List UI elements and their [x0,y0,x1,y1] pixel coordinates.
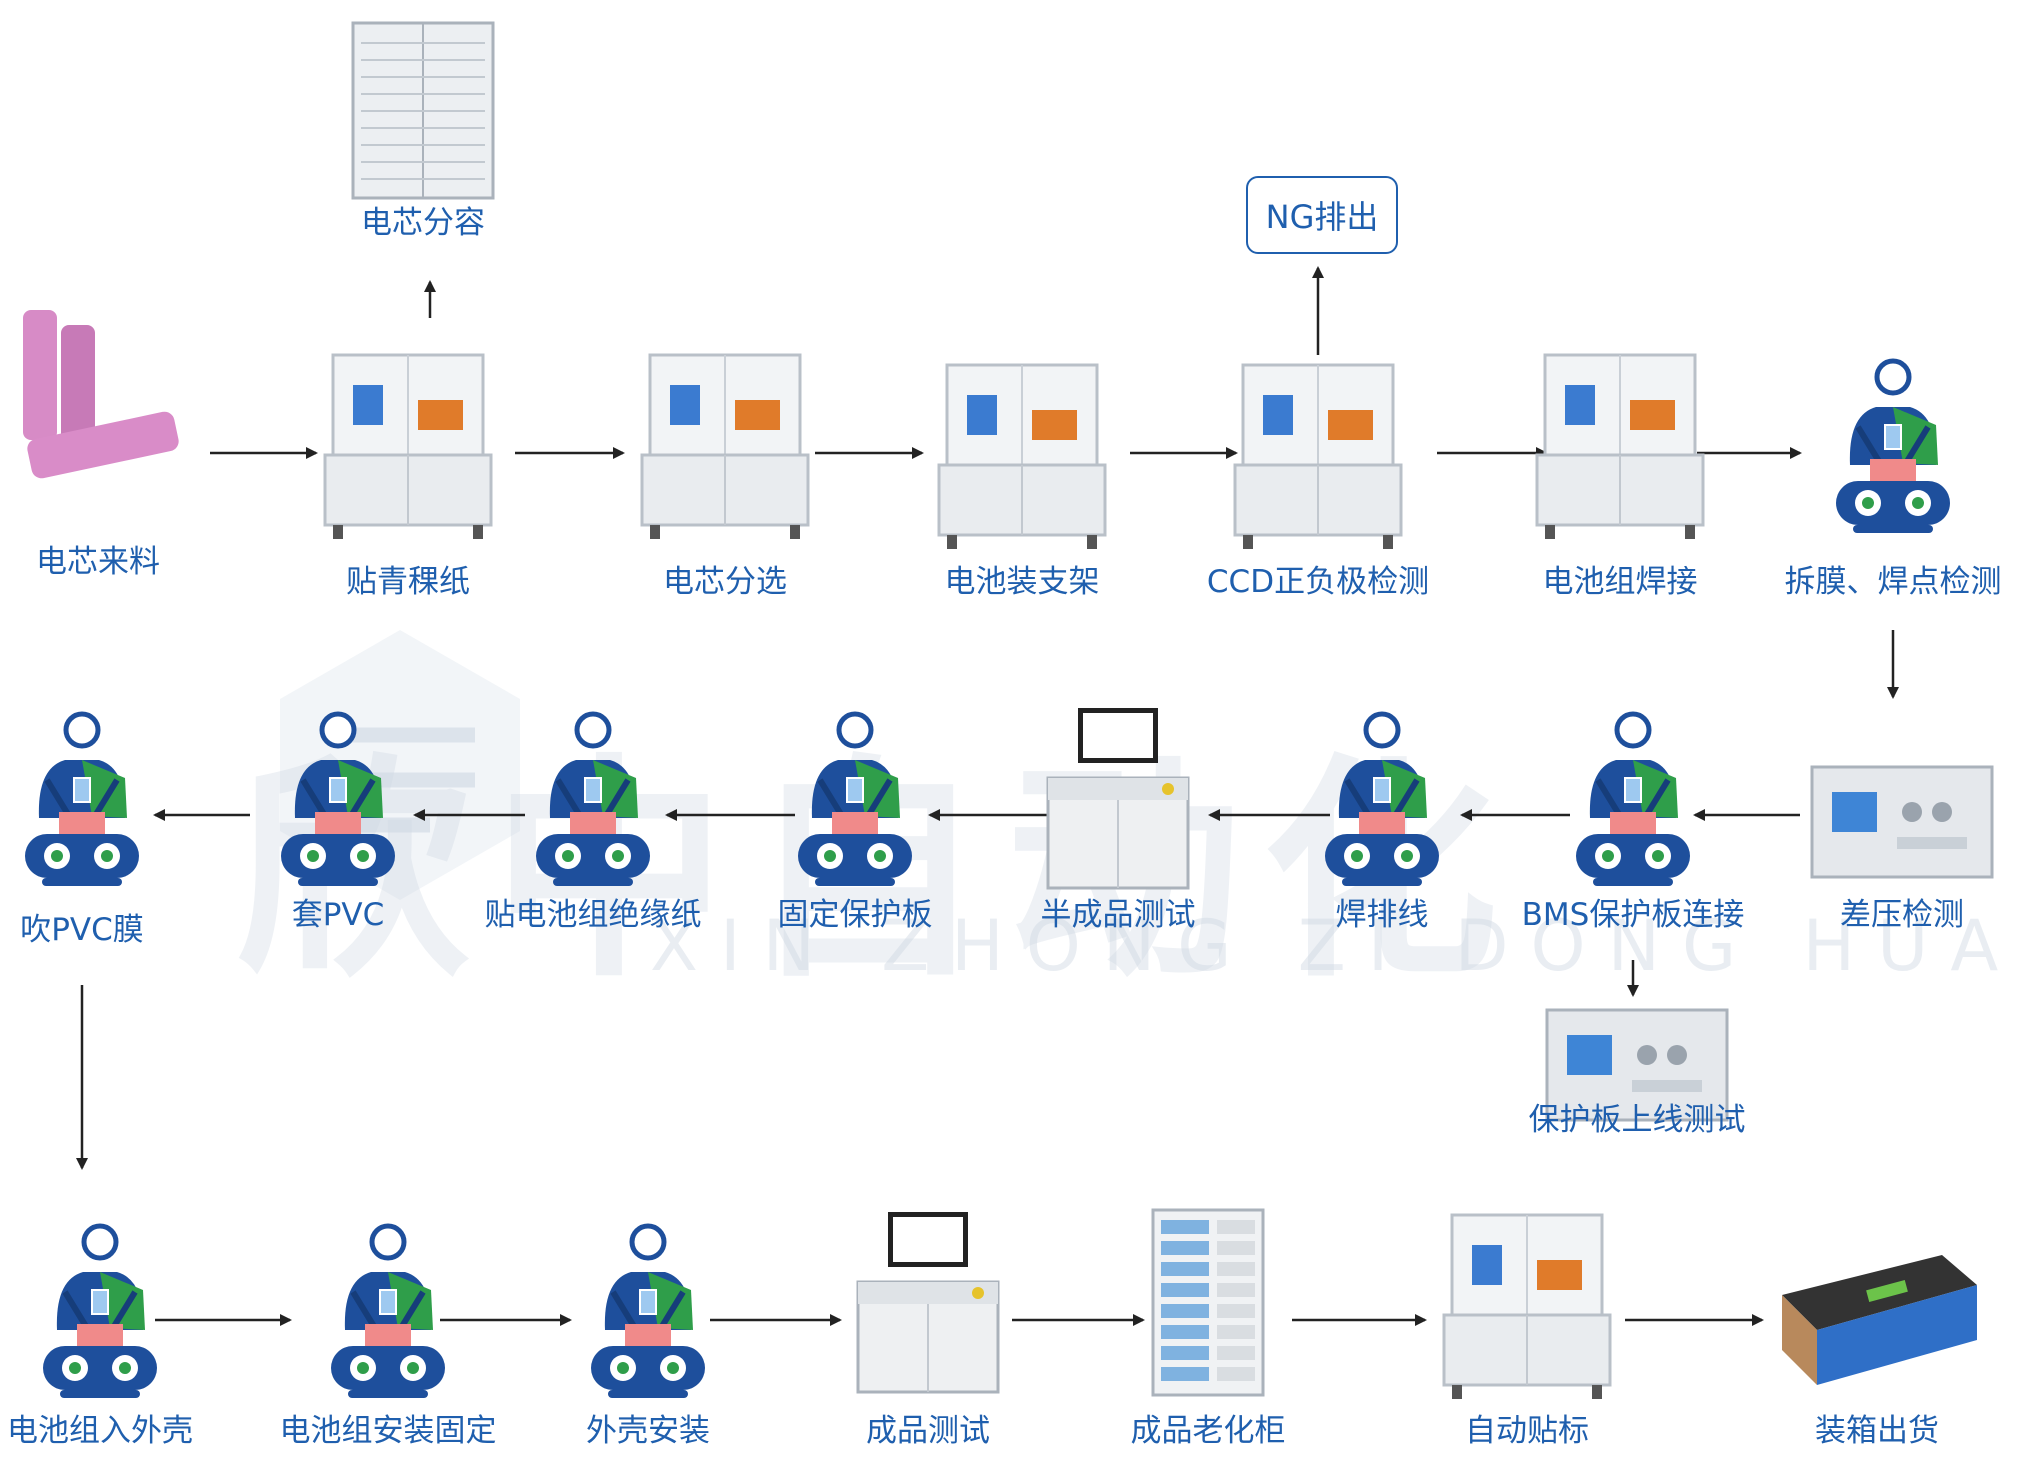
test-station-icon [1033,703,1203,917]
node-label-s3: 保护板上线测试 [1528,1102,1746,1138]
worker-icon [1568,708,1698,912]
node-label-n5: CCD正负极检测 [1206,564,1430,600]
node-label-n19: 成品测试 [866,1413,990,1449]
node-label-n3: 电芯分选 [663,564,787,600]
node-label-n11: 半成品测试 [1040,897,1196,933]
cabinet-icon [343,15,503,209]
watermark-subtext: XIN ZHONG ZI DONG HUA [650,905,2019,987]
machine-icon [313,345,503,549]
tester-icon [1802,727,2002,901]
node-label-s1: 电芯分容 [361,205,485,241]
node-label-n1: 电芯来料 [36,544,160,580]
tester-icon [1537,970,1737,1144]
worker-icon [17,708,147,912]
worker-icon [528,708,658,912]
machine-icon [630,345,820,549]
worker-icon [1317,708,1447,912]
node-label-n8: 差压检测 [1840,897,1964,933]
node-label-n6: 电池组焊接 [1542,564,1698,600]
node-label-n14: 套PVC [291,897,385,933]
machine-icon [1525,345,1715,549]
node-label-n17: 电池组安装固定 [279,1413,497,1449]
battery-pack-icon [1772,1235,1982,1399]
aging-cabinet-icon [1143,1205,1273,1409]
node-label-n10: 焊排线 [1335,897,1429,933]
test-station-icon [843,1207,1013,1421]
worker-icon [583,1220,713,1424]
node-label-n7: 拆膜、焊点检测 [1784,564,2002,600]
node-label-n9: BMS保护板连接 [1521,897,1745,933]
worker-icon [273,708,403,912]
node-label-n2: 贴青稞纸 [346,564,470,600]
worker-icon [790,708,920,912]
node-label-n22: 装箱出货 [1815,1413,1939,1449]
worker-icon [35,1220,165,1424]
node-label-n18: 外壳安装 [586,1413,710,1449]
machine-icon [927,355,1117,559]
cylindrical-battery-cells-icon [3,300,193,494]
node-label-n15: 吹PVC膜 [20,912,144,948]
ng-output-box: NG排出 [1246,176,1398,254]
node-label-n16: 电池组入外壳 [7,1413,193,1449]
machine-icon [1223,355,1413,559]
node-label-n4: 电池装支架 [944,564,1100,600]
node-label-n13: 贴电池组绝缘纸 [484,897,702,933]
worker-icon [323,1220,453,1424]
node-label-n21: 自动贴标 [1465,1413,1589,1449]
machine-icon [1432,1205,1622,1409]
node-label-n20: 成品老化柜 [1130,1413,1286,1449]
node-label-n12: 固定保护板 [777,897,933,933]
worker-icon [1828,355,1958,559]
